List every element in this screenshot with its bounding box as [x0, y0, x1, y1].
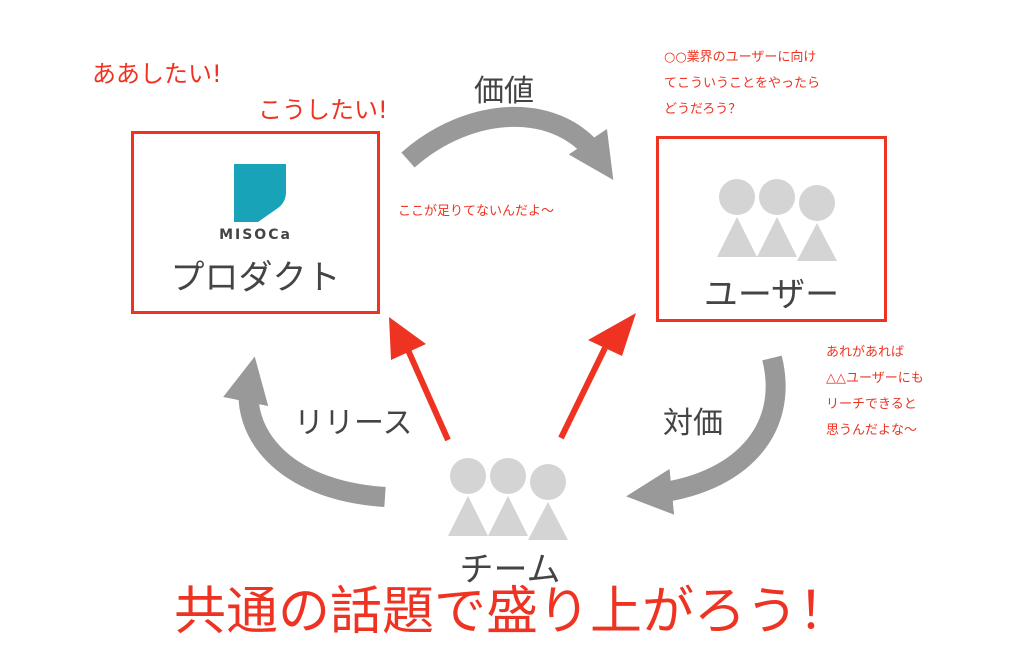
red-arrow-to-user-icon — [558, 313, 636, 440]
team-people-icon — [446, 456, 572, 540]
user-idea-note: ○○業界のユーザーに向け てこういうことをやったら どうだろう？ — [664, 50, 821, 117]
release-label: リリース — [294, 406, 413, 441]
logo-icon — [234, 164, 286, 222]
value-arrow-icon — [401, 106, 614, 180]
missing-note: ここが足りてないんだよ〜 — [398, 204, 555, 219]
red-arrow-to-product-icon — [389, 317, 451, 442]
user-people-icon — [715, 177, 841, 261]
reach-note: あれがあれば △△ユーザーにも リーチできると 思うんだよな〜 — [826, 345, 924, 438]
product-label: プロダクト — [170, 258, 341, 298]
price-label: 対価 — [663, 406, 723, 441]
product-box: MISOCa プロダクト — [131, 131, 380, 314]
release-arrow-icon — [223, 356, 386, 507]
price-arrow-icon — [626, 355, 786, 515]
team-label: チーム — [459, 550, 561, 590]
product-wish-2: こうしたい! — [258, 96, 388, 124]
logo-text: MISOCa — [219, 227, 292, 243]
value-label: 価値 — [474, 74, 534, 109]
product-wish-1: ああしたい! — [92, 60, 222, 88]
user-box: ユーザー — [656, 136, 887, 322]
headline: 共通の話題で盛り上がろう！ — [173, 582, 850, 642]
user-label: ユーザー — [703, 275, 840, 315]
